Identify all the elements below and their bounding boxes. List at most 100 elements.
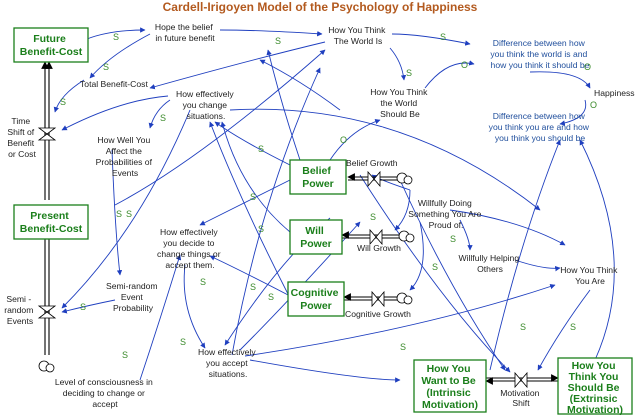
var-hope: Hope the belief in future benefit [155,22,215,43]
link-change-to-affect [148,99,171,129]
link-diff-to-happiness [529,71,591,89]
link-willfully-to-youare [449,209,566,246]
link-belief-to-change [214,121,291,166]
var-consciousness: Level of consciousness in deciding to ch… [55,377,155,409]
stock-present-label: Present Benefit-Cost [20,210,83,235]
link-diff2-to-happiness [559,99,587,126]
stock-future-label: Future Benefit-Cost [20,33,83,58]
link-want-to-diff2 [489,139,561,371]
link-world-to-should [389,47,407,81]
polarity-s: S [450,234,456,244]
link-will-to-change [220,121,291,233]
valve-icon [367,170,381,188]
polarity-s: S [570,322,576,332]
polarity-s: S [275,36,281,46]
link-youare-to-motivation [537,289,591,371]
var-accept: How effectively you accept situations. [198,347,258,379]
link-willfully-to-willgrowth [394,189,411,231]
link-belief-to-world2 [259,59,341,111]
polarity-s: S [126,209,132,219]
polarity-s: S [432,262,438,272]
polarity-s: S [520,322,526,332]
var-semi-prob: Semi-random Event Probability [106,281,160,313]
var-diff-world: Difference between how you think the wor… [490,38,589,70]
link-change-to-events [61,109,191,309]
var-happiness: Happiness [594,88,635,98]
link-hope-to-world [219,29,323,37]
link-belief-to-worldshould [329,118,381,161]
var-will-growth: Will Growth [357,243,401,253]
link-willfully-to-coggrowth [409,221,424,291]
stock-belief-power [289,159,347,195]
link-accept-to-world [231,67,321,356]
link-should-to-diff [424,60,475,89]
cloud-icon [38,360,55,373]
polarity-s: S [258,224,264,234]
polarity-s: S [80,302,86,312]
stock-cognitive-power [287,281,345,317]
polarity-s: S [113,32,119,42]
var-time-shift: Time Shift of Benefit or Cost [7,116,36,159]
polarity-s: S [122,350,128,360]
cloud-icon [396,292,413,305]
variables: Hope the belief in future benefit How Yo… [4,22,634,409]
valve-icon [369,228,383,246]
polarity-o: O [590,100,597,110]
polarity-s: S [180,337,186,347]
stock-present-benefit-cost [13,204,89,240]
polarity-s: S [250,282,256,292]
valve-icon [37,305,57,319]
polarity-s: S [370,212,376,222]
stock-want-label: How You Want to Be (Intrinsic Motivation… [421,363,478,411]
polarity-s: S [200,277,206,287]
polarity-o: O [584,62,591,72]
link-consc-to-decide [139,254,182,381]
polarity-s: S [406,68,412,78]
stock-belief-label: Belief Power [302,165,334,190]
polarity-s: S [268,292,274,302]
link-willfully-to-beliefgrowth [371,174,411,191]
var-diff-you: Difference between how you think you are… [489,111,592,143]
link-belief-to-hope [266,49,301,161]
link-accept-to-youare [244,283,556,357]
link-change-to-timeshift [61,95,169,131]
valve-icon [37,127,57,141]
valve-icon [514,371,528,389]
var-affect-prob: How Well You Affect the Probabilities of… [96,135,155,178]
var-motivation-shift: Motivation Shift [500,388,542,408]
stock-cognitive-label: Cognitive Power [291,287,342,312]
var-willfully-doing: Willfully Doing Something You Are Proud … [408,198,484,230]
polarity-s: S [400,342,406,352]
polarity-s: S [160,113,166,123]
link-belief-to-decide [199,179,291,226]
link-accept-to-want [249,359,401,383]
polarity-s: S [258,144,264,154]
var-semi-events: Semi - random Events [4,294,36,326]
var-decide-change: How effectively you decide to change thi… [157,227,223,270]
var-world-is: How You Think The World Is [328,25,388,46]
link-total-to-timeshift [53,79,85,113]
link-world-to-diff [391,33,471,46]
link-semiprob-to-events [61,299,116,314]
diagram-title: Cardell-Irigoyen Model of the Psychology… [163,0,478,14]
var-cognitive-growth: Cognitive Growth [345,309,411,319]
link-cog-to-change [209,121,291,299]
link-present-to-world [114,49,326,206]
var-belief-growth: Belief Growth [346,158,398,168]
stock-will-power [289,219,343,255]
polarity-s: S [440,32,446,42]
link-should-to-diff2 [579,139,615,361]
link-affect-to-semiprob [111,149,123,276]
polarity-o: O [461,60,468,70]
link-world-to-total [149,41,326,90]
polarity-o: O [340,135,347,145]
var-you-are: How You Think You Are [560,265,620,286]
link-helping-to-youare [514,259,561,272]
polarity-s: S [103,62,109,72]
stock-want-to-be [413,359,487,413]
link-cog-to-decide [209,255,291,297]
link-belief2-to-motivation [399,179,506,371]
link-willfully-to-helping [459,219,473,251]
